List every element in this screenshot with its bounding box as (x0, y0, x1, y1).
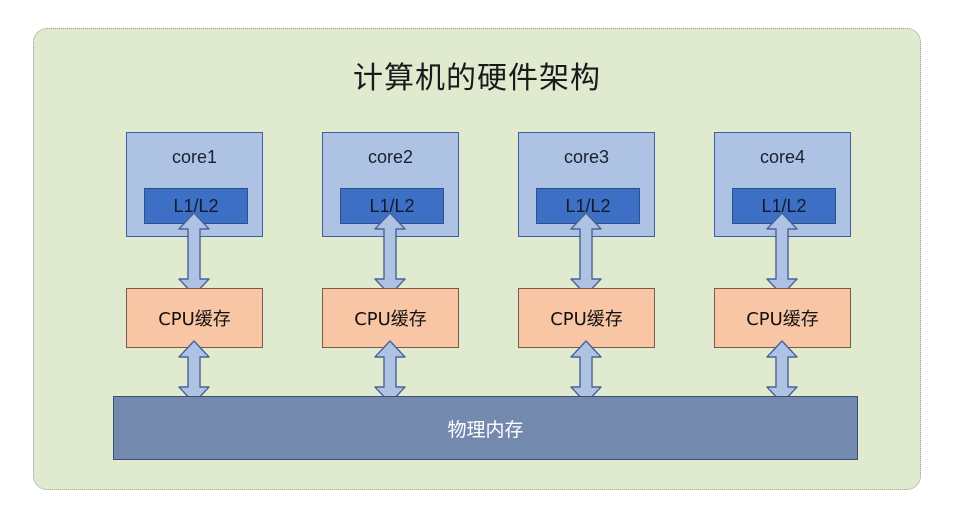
arrow-cache2-to-memory (373, 340, 407, 404)
arrow-core1-to-cache1 (177, 212, 211, 296)
arrow-core3-to-cache3 (569, 212, 603, 296)
cpu-cache-box-4[interactable]: CPU缓存 (714, 288, 851, 348)
arrow-cache3-to-memory (569, 340, 603, 404)
core-label-2: core2 (367, 147, 414, 167)
core-label-1: core1 (171, 147, 218, 167)
arrow-core4-to-cache4 (765, 212, 799, 296)
page-title: 计算机的硬件架构 (353, 61, 601, 96)
core-label-3: core3 (563, 147, 610, 167)
arrow-cache4-to-memory (765, 340, 799, 404)
l1l2-box-1[interactable]: L1/L2 (144, 188, 248, 224)
physical-memory-bar[interactable]: 物理内存 (113, 396, 858, 460)
arrow-cache1-to-memory (177, 340, 211, 404)
cpu-cache-box-1[interactable]: CPU缓存 (126, 288, 263, 348)
core-label-4: core4 (759, 147, 806, 167)
cpu-cache-box-3[interactable]: CPU缓存 (518, 288, 655, 348)
cpu-cache-box-2[interactable]: CPU缓存 (322, 288, 459, 348)
arrow-core2-to-cache2 (373, 212, 407, 296)
